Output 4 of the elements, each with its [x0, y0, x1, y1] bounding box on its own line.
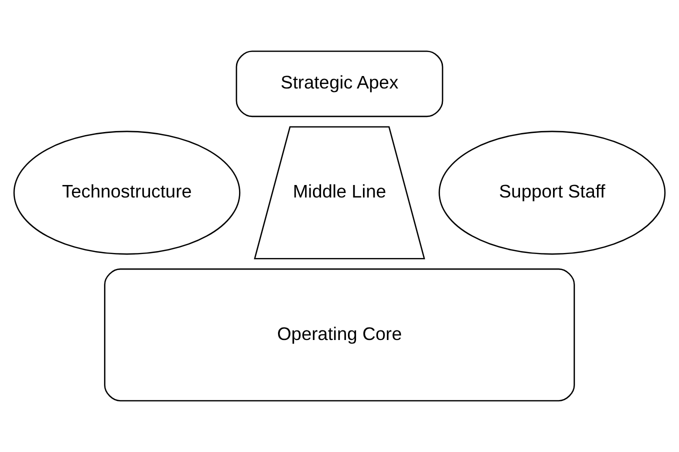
node-ellipse: Technostructure [13, 130, 240, 255]
node-box: Strategic Apex [236, 50, 444, 118]
node-box: Operating Core [104, 268, 575, 402]
node-ellipse: Support Staff [438, 130, 666, 255]
